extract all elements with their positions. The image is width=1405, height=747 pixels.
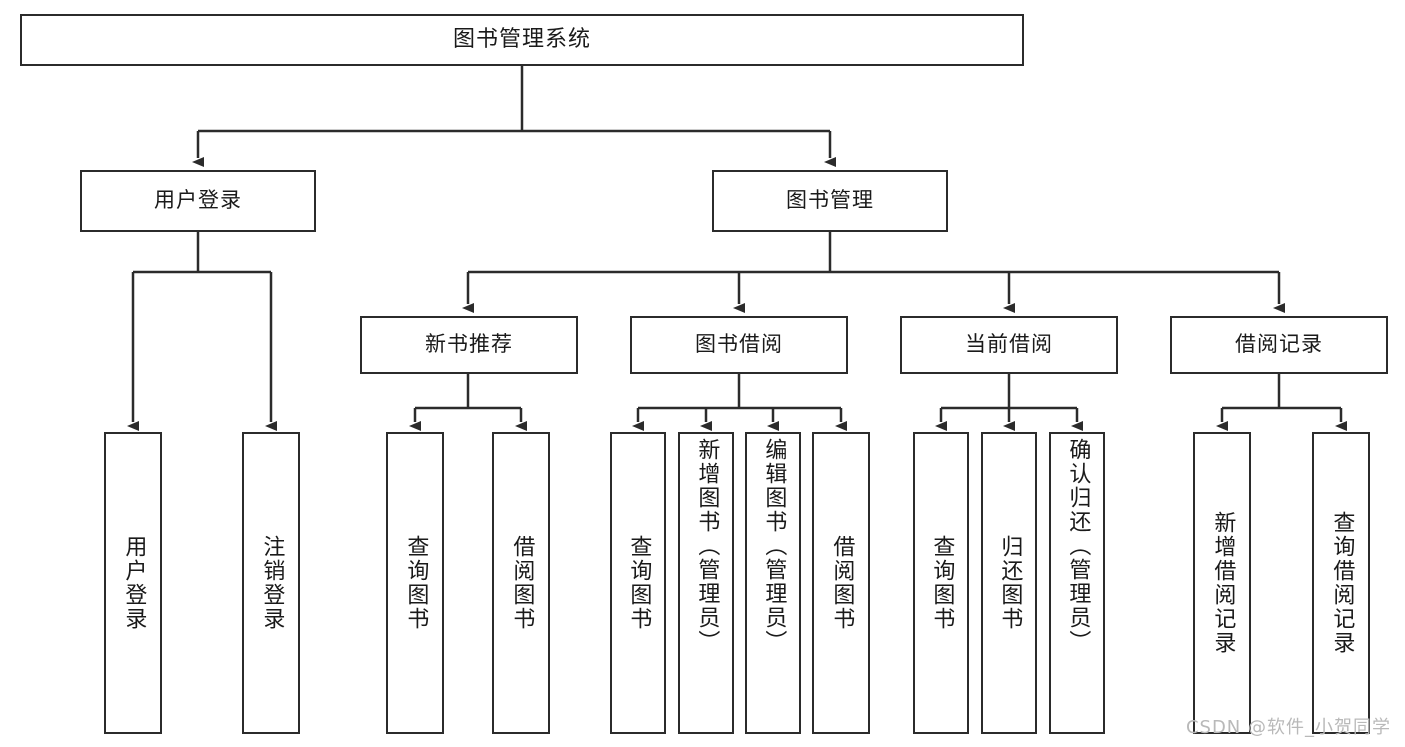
leaf-book-borrow-borrow-book[interactable]: 借阅图书 [812, 432, 870, 734]
leaf-book-borrow-query-book[interactable]: 查询图书 [610, 432, 666, 734]
node-label: 查询图书 [403, 535, 429, 631]
leaf-current-borrow-query-book[interactable]: 查询图书 [913, 432, 969, 734]
node-label: 查询图书 [929, 535, 955, 631]
leaf-borrow-record-query-record[interactable]: 查询借阅记录 [1312, 432, 1370, 734]
leaf-new-book-query-book[interactable]: 查询图书 [386, 432, 444, 734]
node-book-management[interactable]: 图书管理 [712, 170, 948, 232]
node-new-book-recommend[interactable]: 新书推荐 [360, 316, 578, 374]
node-label: 图书借阅 [695, 332, 783, 357]
node-label: 用户登录 [121, 535, 147, 631]
node-label: 图书管理 [786, 188, 874, 213]
node-user-login[interactable]: 用户登录 [80, 170, 316, 232]
node-label: 借阅记录 [1235, 332, 1323, 357]
node-root-book-management-system[interactable]: 图书管理系统 [20, 14, 1024, 66]
node-label: 图书管理系统 [452, 26, 591, 52]
node-label: 当前借阅 [965, 332, 1053, 357]
node-label: 新书推荐 [425, 332, 513, 357]
node-label: 注销登录 [259, 535, 285, 631]
node-label: 借阅图书 [829, 535, 855, 631]
node-book-borrow[interactable]: 图书借阅 [630, 316, 848, 374]
leaf-current-borrow-return-book[interactable]: 归还图书 [981, 432, 1037, 734]
leaf-user-login-logout[interactable]: 注销登录 [242, 432, 300, 734]
node-label: 查询图书 [626, 535, 652, 631]
node-borrow-record[interactable]: 借阅记录 [1170, 316, 1388, 374]
leaf-new-book-borrow-book[interactable]: 借阅图书 [492, 432, 550, 734]
leaf-borrow-record-add-record[interactable]: 新增借阅记录 [1193, 432, 1251, 734]
node-label: 确认归还（管理员） [1065, 438, 1091, 654]
node-label: 新增图书（管理员） [694, 438, 720, 654]
node-label: 借阅图书 [509, 535, 535, 631]
leaf-current-borrow-confirm-return-admin[interactable]: 确认归还（管理员） [1049, 432, 1105, 734]
node-current-borrow[interactable]: 当前借阅 [900, 316, 1118, 374]
node-label: 查询借阅记录 [1329, 511, 1355, 655]
node-label: 用户登录 [154, 188, 242, 213]
leaf-book-borrow-add-book-admin[interactable]: 新增图书（管理员） [678, 432, 734, 734]
node-label: 编辑图书（管理员） [761, 438, 787, 654]
node-label: 归还图书 [997, 535, 1023, 631]
node-label: 新增借阅记录 [1210, 511, 1236, 655]
leaf-book-borrow-edit-book-admin[interactable]: 编辑图书（管理员） [745, 432, 801, 734]
watermark: CSDN @软件_小贺同学 [1185, 717, 1391, 738]
leaf-user-login-login[interactable]: 用户登录 [104, 432, 162, 734]
